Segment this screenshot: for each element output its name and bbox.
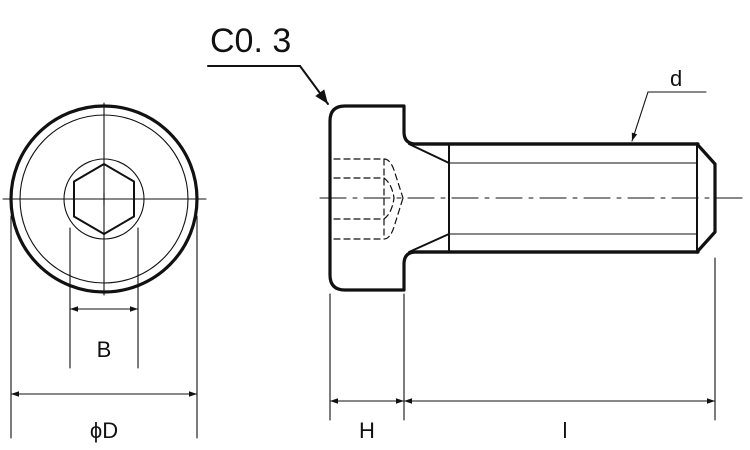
l-label: l bbox=[563, 418, 568, 443]
tip-chamfer-outline bbox=[695, 142, 717, 254]
phi-d-label: ϕD bbox=[90, 418, 118, 443]
chamfer-leader bbox=[299, 65, 329, 105]
side-view bbox=[319, 104, 745, 292]
hidden-socket-lower bbox=[333, 197, 395, 220]
hidden-socket-bottom bbox=[333, 197, 404, 240]
hidden-socket-upper bbox=[333, 177, 395, 199]
chamfer-label: C0. 3 bbox=[210, 22, 291, 60]
length-dimension: l bbox=[403, 257, 716, 443]
end-view bbox=[2, 102, 207, 296]
neck-taper-bottom bbox=[408, 233, 450, 253]
neck-taper-top bbox=[408, 143, 450, 164]
thread-d-label: d bbox=[670, 66, 682, 91]
head-diameter-dimension: ϕD bbox=[10, 215, 198, 443]
thread-callout: d bbox=[631, 66, 707, 142]
screw-head-outline bbox=[328, 104, 717, 292]
head-height-dimension: H bbox=[329, 293, 405, 443]
h-label: H bbox=[359, 418, 375, 443]
chamfer-callout: C0. 3 bbox=[207, 22, 329, 105]
thread-leader bbox=[631, 91, 649, 142]
b-label: B bbox=[97, 337, 112, 362]
hex-width-dimension: B bbox=[69, 227, 139, 369]
